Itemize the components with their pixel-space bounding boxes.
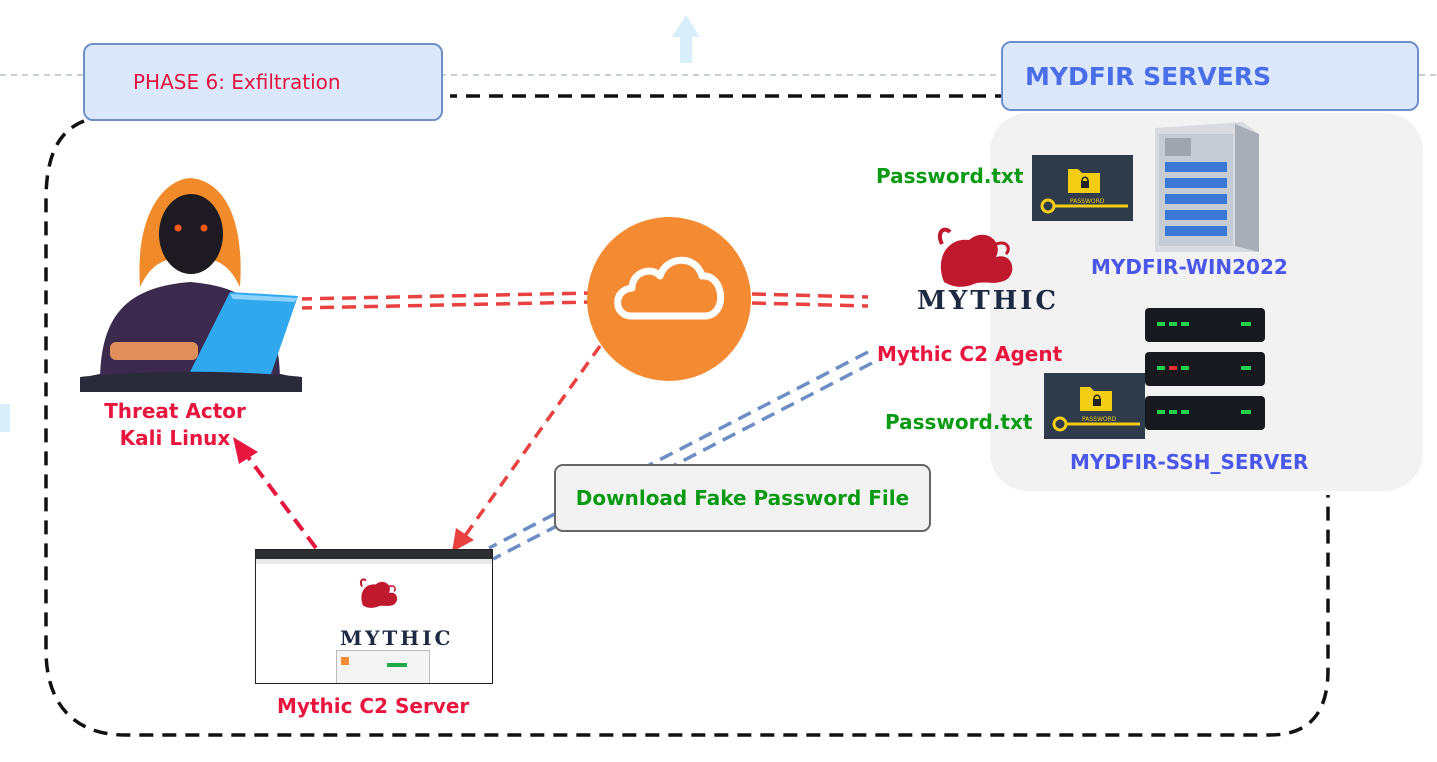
mythic-agent-logo-text: MYTHIC (917, 286, 1060, 316)
threat-actor-caption: Threat Actor Kali Linux (90, 398, 260, 452)
cloud-icon (587, 217, 751, 381)
password-file-icon: PASSWORD (1032, 155, 1133, 221)
servers-title-box: MYDFIR SERVERS (1001, 41, 1419, 111)
link-actor-cloud-a (297, 291, 593, 301)
windows-server-icon (1155, 122, 1259, 252)
mythic-agent-label: Mythic C2 Agent (877, 342, 1063, 366)
ssh-server-rack-icon (1145, 308, 1265, 430)
password-icon-text: PASSWORD (1070, 198, 1105, 205)
browser-toolbar (256, 559, 492, 564)
faint-marker (0, 404, 10, 432)
threat-actor-line2: Kali Linux (119, 426, 231, 450)
threat-actor-line1: Threat Actor (104, 399, 246, 423)
servers-title: MYDFIR SERVERS (1025, 61, 1272, 91)
mythic-server-logo-icon (359, 578, 398, 608)
arrow-head-actor (233, 437, 258, 464)
mythic-agent-logo-icon (937, 227, 1013, 287)
link-cloud-agent-a (751, 292, 869, 299)
phase-box: PHASE 6: Exfiltration (83, 43, 443, 121)
mythic-server-logo-text: MYTHIC (340, 626, 454, 650)
browser-titlebar (256, 550, 492, 559)
win-password-label: Password.txt (876, 164, 1024, 188)
phase-label: PHASE 6: Exfiltration (133, 70, 341, 94)
arrow-head-server (452, 528, 474, 552)
ssh-server-label: MYDFIR-SSH_SERVER (1070, 450, 1309, 474)
password-icon-text: PASSWORD (1082, 416, 1117, 423)
link-actor-cloud-b (297, 300, 593, 310)
mythic-dashboard-panel (336, 650, 430, 683)
faint-up-arrow-icon (672, 15, 700, 63)
hacker-icon (80, 172, 302, 392)
download-box: Download Fake Password File (554, 464, 931, 532)
link-server-actor (243, 451, 318, 550)
win-server-label: MYDFIR-WIN2022 (1091, 255, 1288, 279)
link-agent-server-a (488, 350, 869, 550)
mythic-server-screenshot: MYTHIC (255, 549, 493, 684)
link-cloud-agent-b (751, 301, 869, 308)
mythic-server-label: Mythic C2 Server (277, 694, 470, 718)
download-label: Download Fake Password File (575, 486, 910, 510)
password-file-icon: PASSWORD (1044, 373, 1145, 439)
ssh-password-label: Password.txt (885, 410, 1033, 434)
